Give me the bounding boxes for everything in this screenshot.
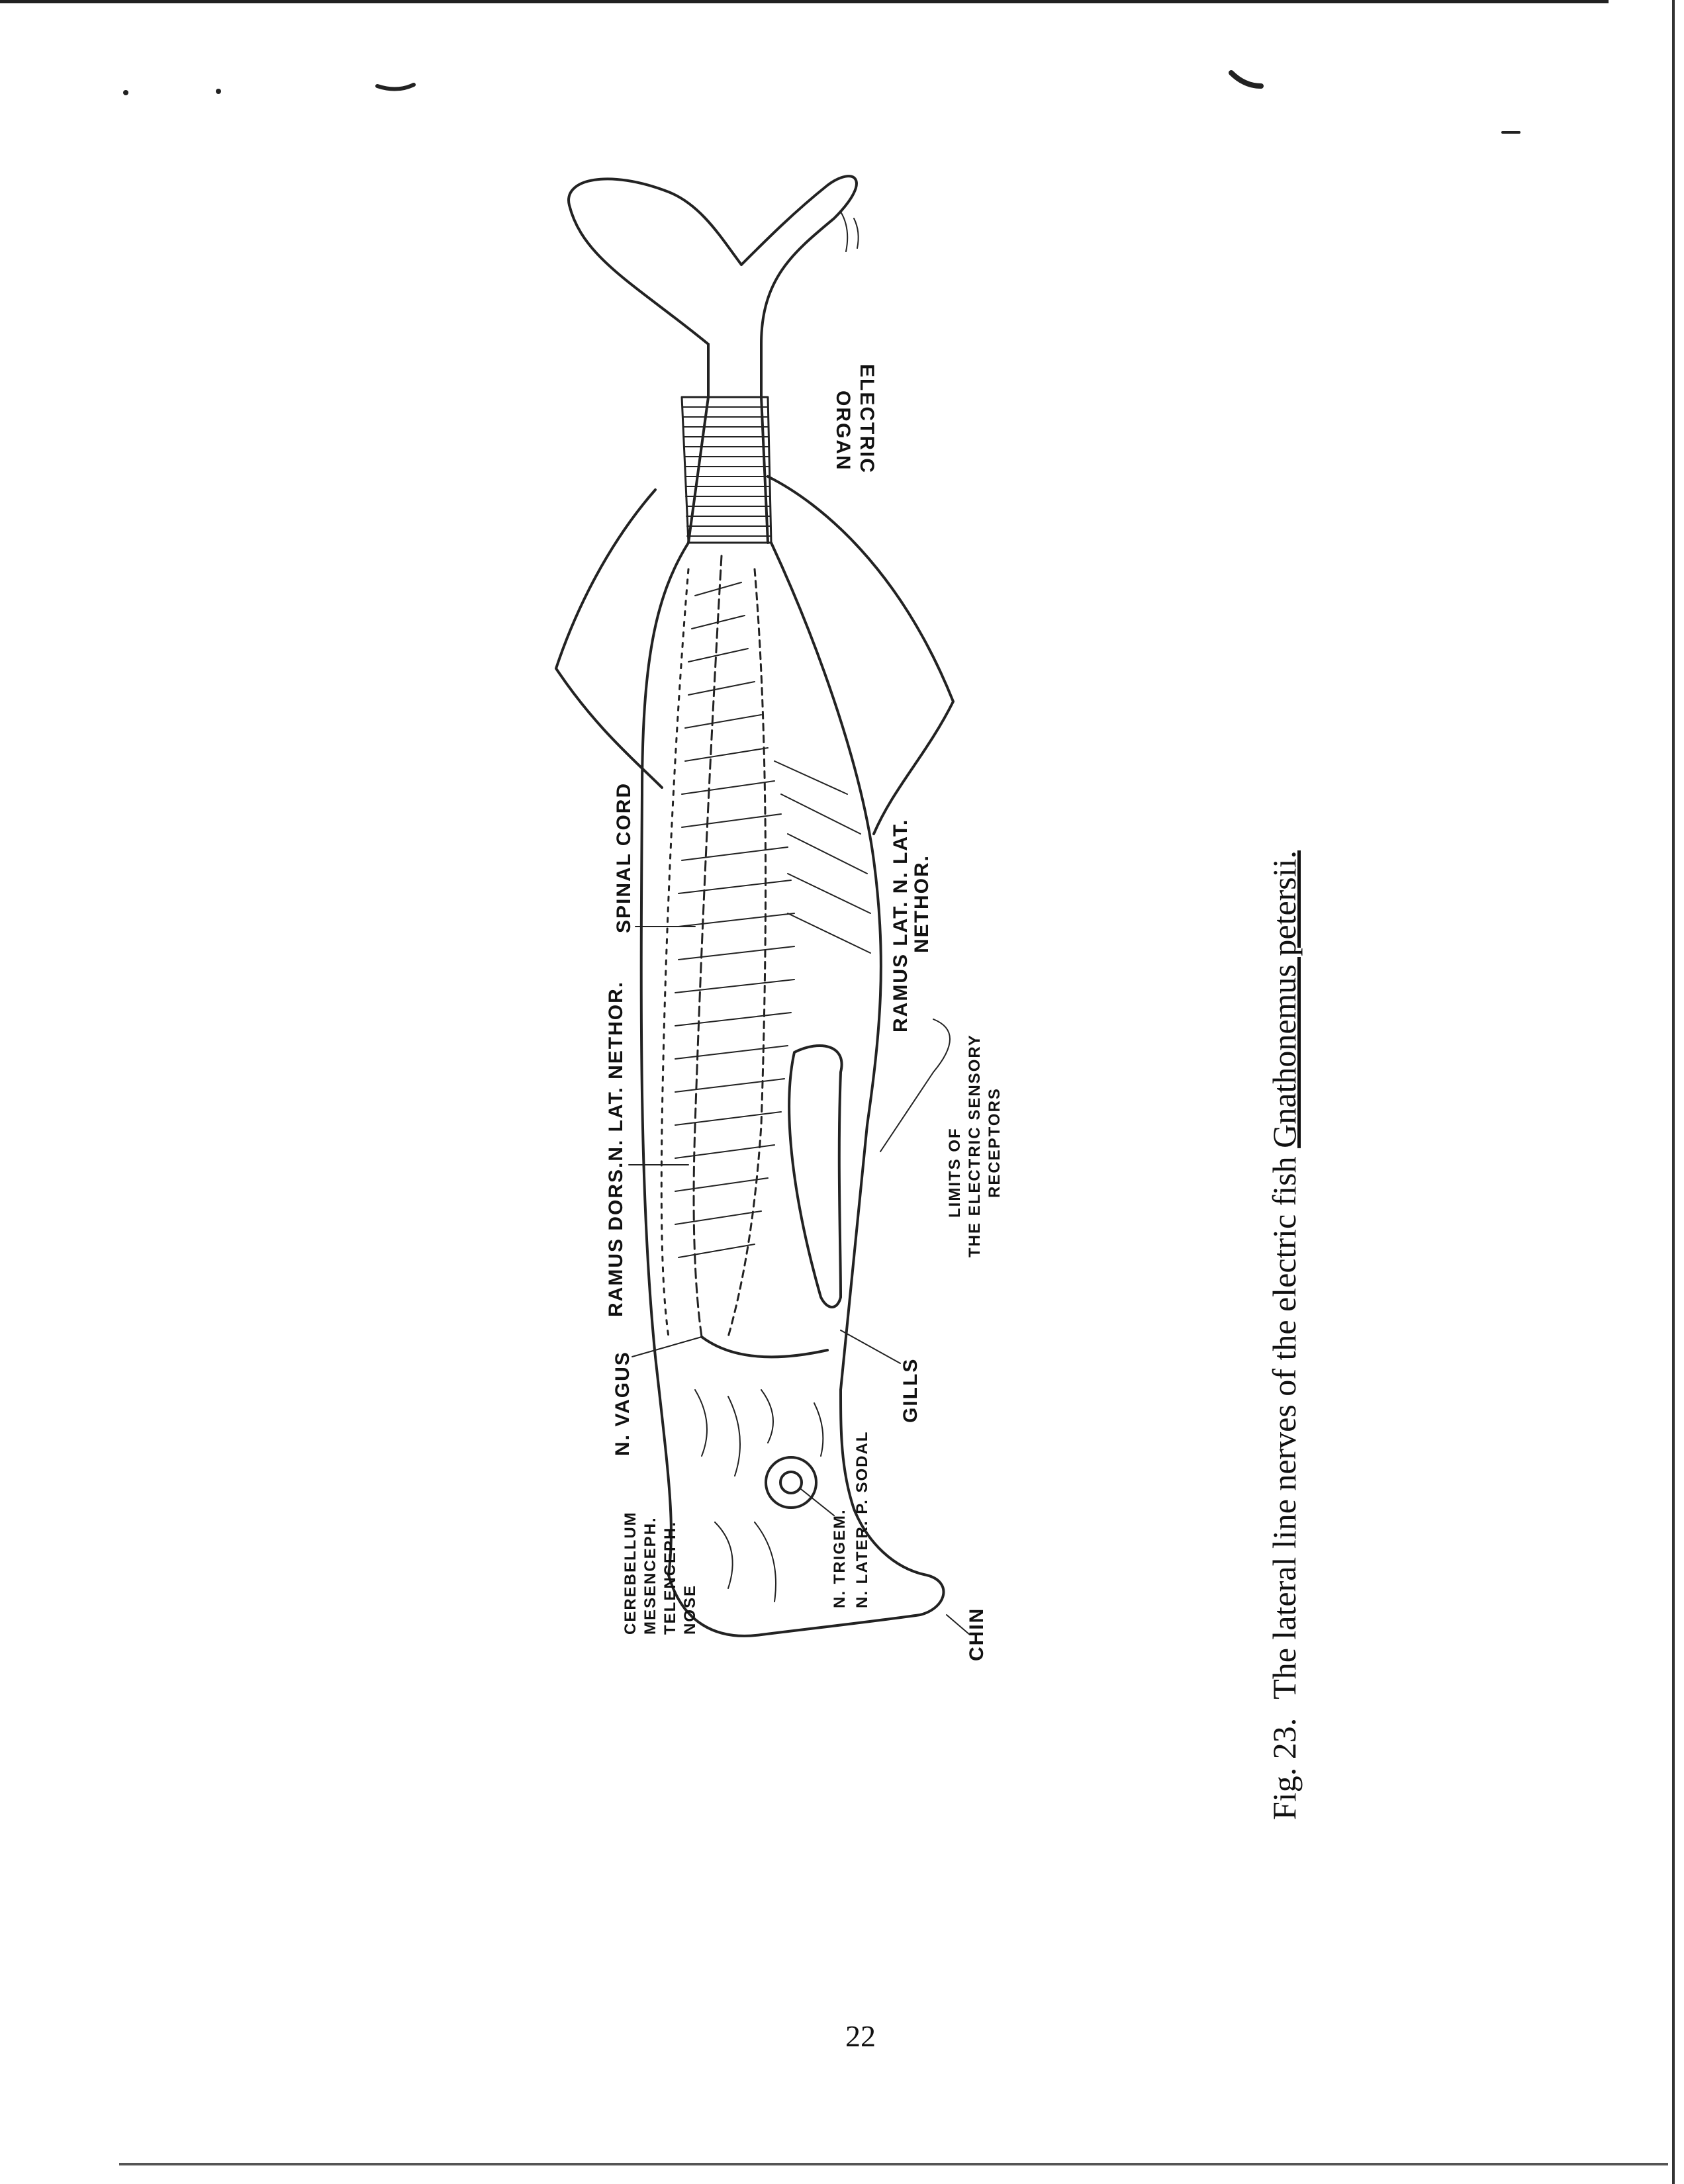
svg-text:ELECTRIC: ELECTRIC — [856, 364, 878, 474]
leader-gills — [840, 1330, 901, 1364]
electric-organ — [680, 396, 772, 544]
svg-text:RAMUS DORS.N. LAT. NETHOR.: RAMUS DORS.N. LAT. NETHOR. — [605, 981, 627, 1317]
chin-label: CHIN — [966, 1608, 988, 1661]
head-outline — [667, 1388, 945, 1637]
svg-text:RECEPTORS: RECEPTORS — [986, 1087, 1004, 1198]
electric-organ-stripes — [682, 406, 772, 537]
svg-text:ORGAN: ORGAN — [832, 390, 854, 471]
species-name: Gnathonemus petersii. — [1266, 850, 1303, 1148]
scan-mark — [1229, 70, 1264, 89]
svg-text:NOSE: NOSE — [681, 1584, 699, 1635]
figure-caption: Fig. 23. The lateral line nerves of the e… — [1258, 563, 1311, 1820]
svg-text:SPINAL CORD: SPINAL CORD — [613, 782, 635, 933]
top-page-rule — [0, 0, 1609, 3]
vagus-nerve — [700, 1336, 829, 1359]
ramus-lat-label: RAMUS LAT. N. LAT. NETHOR. — [890, 819, 933, 1032]
svg-text:N. VAGUS: N. VAGUS — [612, 1351, 633, 1456]
leader-ramus-lat — [880, 1019, 951, 1152]
limits-label: LIMITS OF THE ELECTRIC SENSORY RECEPTORS — [946, 1034, 1004, 1257]
n-trigem-label: N. TRIGEM. N. LATER. P. SODAL — [831, 1431, 871, 1608]
caudal-peduncle — [687, 343, 710, 544]
figure-number: Fig. 23. — [1266, 1717, 1303, 1820]
scan-dot — [216, 89, 221, 94]
caudal-fin — [567, 175, 858, 345]
svg-text:RAMUS LAT. N. LAT.: RAMUS LAT. N. LAT. — [890, 819, 912, 1032]
eye — [765, 1456, 818, 1509]
ramus-lat-nerve — [727, 568, 767, 1338]
caption-text: The lateral line nerves of the electric … — [1266, 1148, 1303, 1700]
svg-text:NETHOR.: NETHOR. — [911, 854, 933, 953]
head-details — [694, 1389, 824, 1602]
svg-text:GILLS: GILLS — [900, 1358, 921, 1423]
scan-mark — [375, 83, 416, 91]
caudal-peduncle — [760, 343, 769, 544]
bottom-page-rule — [119, 2163, 1668, 2165]
svg-text:CHIN: CHIN — [966, 1608, 988, 1661]
page-number: 22 — [845, 2019, 876, 2053]
svg-text:TELENCEPH.: TELENCEPH. — [661, 1521, 679, 1635]
spinal-cord — [692, 555, 723, 1338]
eye-pupil — [779, 1471, 803, 1494]
svg-text:MESENCEPH.: MESENCEPH. — [641, 1516, 659, 1635]
right-page-rule — [1672, 0, 1675, 2184]
tail-wisps — [840, 211, 849, 252]
leader-chin — [946, 1614, 970, 1635]
spinal-cord-label: SPINAL CORD — [613, 782, 635, 933]
myomere-hatching — [675, 582, 871, 1258]
leader-n-vagus — [632, 1336, 702, 1357]
scan-dot — [123, 90, 128, 95]
ramus-dors-nerve — [660, 568, 690, 1338]
dorsal-fin — [555, 488, 663, 789]
anal-fin — [767, 475, 955, 835]
gills-label: GILLS — [900, 1358, 921, 1423]
svg-text:N. TRIGEM.: N. TRIGEM. — [831, 1508, 849, 1608]
body-outline — [770, 541, 882, 1391]
leader-n-trigem — [800, 1488, 835, 1516]
svg-text:LIMITS OF: LIMITS OF — [946, 1127, 964, 1218]
tail-wisps — [853, 218, 859, 249]
n-vagus-label: N. VAGUS — [612, 1351, 633, 1456]
svg-text:THE ELECTRIC SENSORY: THE ELECTRIC SENSORY — [966, 1034, 984, 1257]
electric-organ-label: ELECTRIC ORGAN — [832, 364, 878, 474]
pectoral-fin — [788, 1044, 843, 1308]
svg-text:N. LATER. P. SODAL: N. LATER. P. SODAL — [853, 1431, 871, 1608]
brain-labels: CEREBELLUM MESENCEPH. TELENCEPH. NOSE — [622, 1511, 699, 1635]
ramus-dors-label: RAMUS DORS.N. LAT. NETHOR. — [605, 981, 627, 1317]
svg-text:CEREBELLUM: CEREBELLUM — [622, 1511, 639, 1635]
body-outline — [639, 541, 690, 1576]
